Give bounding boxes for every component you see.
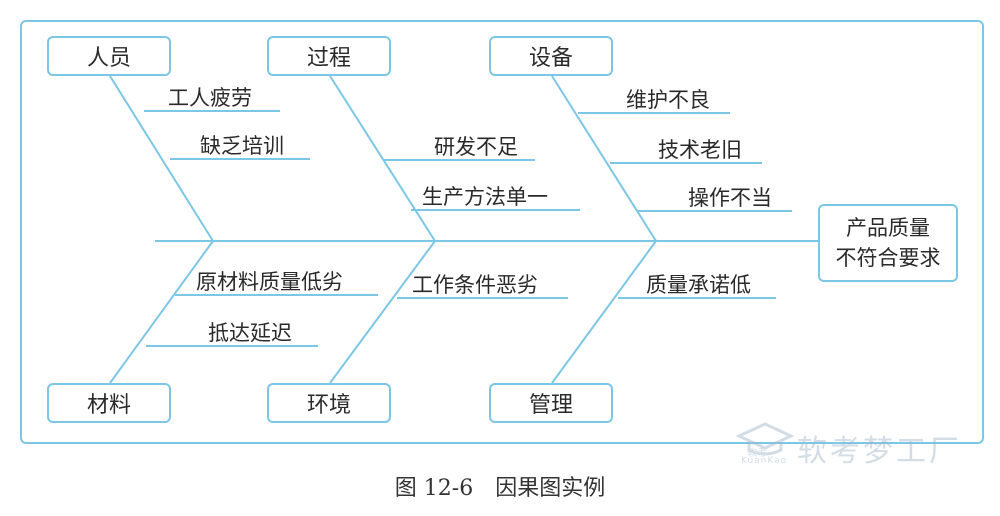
- bone-process: [329, 75, 436, 242]
- watermark-text: 软考梦工厂: [797, 434, 962, 469]
- category-personnel: 人员: [47, 36, 171, 76]
- cause-equipment-1: 维护不良: [626, 88, 710, 112]
- effect-line-2: 不符合要求: [835, 246, 941, 270]
- cause-equipment-3: 操作不当: [688, 186, 772, 210]
- category-management: 管理: [489, 383, 613, 423]
- category-equipment: 设备: [489, 36, 613, 76]
- cause-equipment-2: 技术老旧: [658, 138, 742, 162]
- watermark-subtext: KuanKao: [741, 456, 788, 466]
- graduation-cap-icon: [735, 422, 795, 456]
- cause-material-1: 原材料质量低劣: [196, 270, 343, 294]
- watermark-logo: 软考 软考梦工厂 KuanKao: [735, 416, 975, 476]
- cause-environment-1: 工作条件恶劣: [412, 273, 538, 297]
- cause-personnel-2: 缺乏培训: [200, 134, 284, 158]
- effect-box: 产品质量 不符合要求: [818, 204, 958, 282]
- watermark-small-text: 软考: [747, 448, 767, 459]
- cause-process-1: 研发不足: [434, 135, 518, 159]
- cause-management-1: 质量承诺低: [646, 273, 751, 297]
- category-environment: 环境: [267, 383, 391, 423]
- bone-management: [551, 240, 657, 384]
- cause-personnel-1: 工人疲劳: [168, 86, 252, 110]
- bone-personnel: [109, 75, 214, 242]
- bone-material: [109, 240, 214, 384]
- cause-process-2: 生产方法单一: [422, 185, 548, 209]
- category-material: 材料: [47, 383, 171, 423]
- figure-caption: 图 12-6 因果图实例: [394, 476, 606, 501]
- effect-line-1: 产品质量: [846, 216, 930, 240]
- bone-environment: [329, 240, 436, 384]
- category-process: 过程: [267, 36, 391, 76]
- cause-material-2: 抵达延迟: [208, 321, 292, 345]
- diagram-frame: [20, 20, 984, 444]
- bone-equipment: [551, 75, 657, 242]
